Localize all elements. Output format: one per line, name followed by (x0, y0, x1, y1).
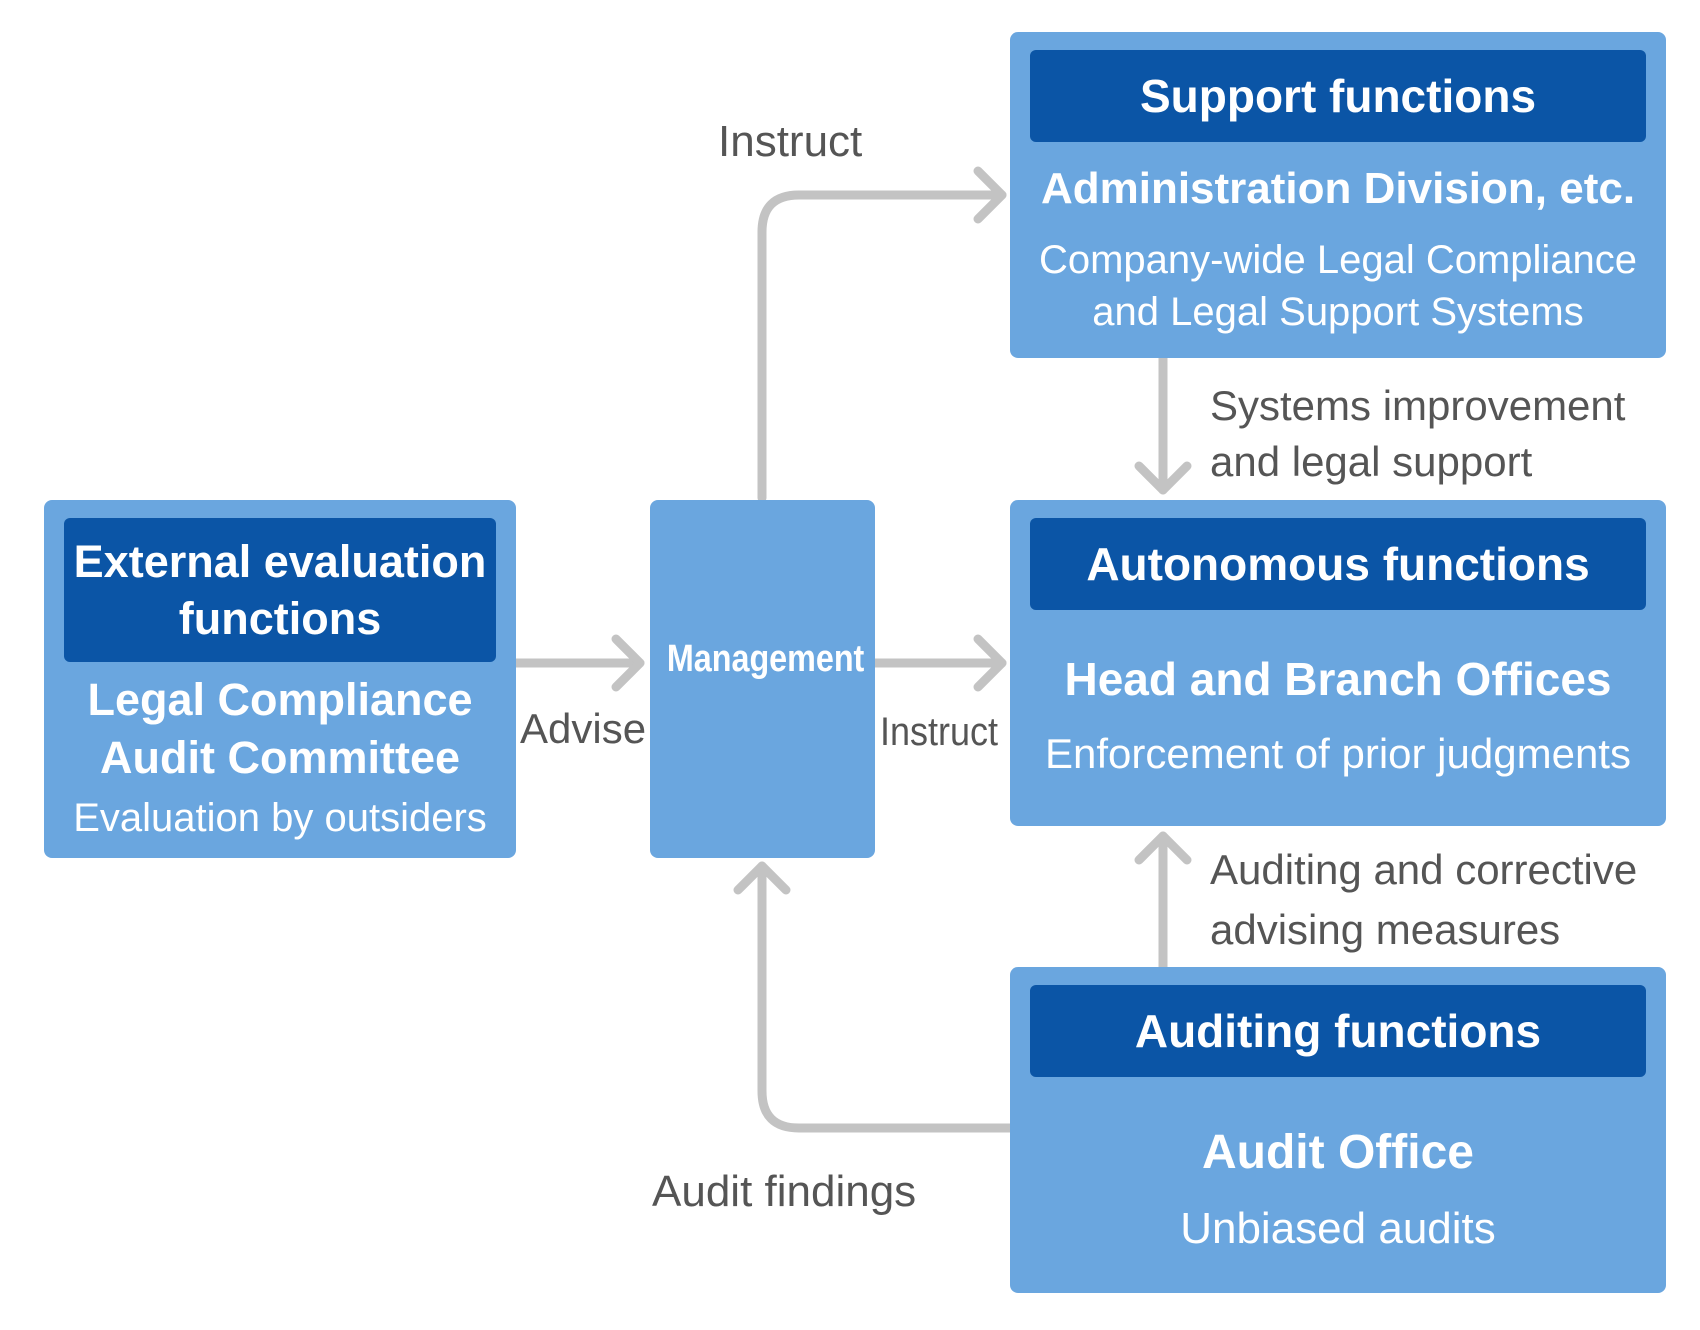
management-box: Management (650, 500, 875, 858)
audit-findings-connector (757, 861, 1015, 1133)
support-subtitle-line1: Company-wide Legal Compliance (1038, 238, 1638, 282)
systems-support-label-line2: and legal support (1210, 437, 1533, 485)
advise-label: Advise (520, 705, 647, 752)
support-subtitle-line2: and Legal Support Systems (1092, 290, 1584, 334)
support-functions-header: Support functions (1030, 50, 1646, 142)
systems-support-label-line1: Systems improvement (1210, 382, 1626, 429)
support-title: Administration Division, etc. (1040, 164, 1636, 213)
instruct-autonomous-label: Instruct (880, 710, 999, 754)
instruct-support-arrowhead (973, 166, 1007, 224)
auditing-functions-box: Auditing functions Audit Office Unbiased… (1010, 967, 1666, 1293)
audit-findings-arrowhead (733, 861, 791, 895)
audit-findings-label: Audit findings (652, 1167, 917, 1216)
support-functions-box: Support functions Administration Divisio… (1010, 32, 1666, 358)
auditing-functions-header: Auditing functions (1030, 985, 1646, 1077)
instruct-support-connector (757, 190, 1007, 503)
auditing-measures-label-line1: Auditing and corrective (1210, 846, 1638, 893)
auditing-measures-label-line2: advising measures (1210, 905, 1561, 953)
instruct-autonomous-arrowhead (973, 634, 1007, 692)
external-header-line1: External evaluation (73, 535, 487, 587)
autonomous-functions-box: Autonomous functions Head and Branch Off… (1010, 500, 1666, 826)
auditing-subtitle: Unbiased audits (1180, 1204, 1496, 1253)
external-title-line1: Legal Compliance (87, 674, 473, 725)
autonomous-subtitle: Enforcement of prior judgments (1045, 730, 1631, 777)
external-title-line2: Audit Committee (100, 732, 460, 783)
external-evaluation-box: External evaluation functions Legal Comp… (44, 500, 516, 858)
auditing-measures-label: Auditing and corrective advising measure… (1210, 840, 1637, 959)
external-header-line2: functions (178, 593, 382, 644)
systems-support-arrowhead (1134, 461, 1192, 495)
autonomous-title: Head and Branch Offices (1064, 653, 1612, 705)
external-subtitle: Evaluation by outsiders (73, 796, 487, 840)
autonomous-functions-header: Autonomous functions (1030, 518, 1646, 610)
systems-support-label: Systems improvement and legal support (1210, 378, 1625, 490)
auditing-title: Audit Office (1202, 1126, 1474, 1179)
external-evaluation-header: External evaluation functions (64, 518, 496, 662)
management-title: Management (666, 638, 865, 680)
auditing-measures-arrowhead (1134, 831, 1192, 865)
advise-arrowhead (611, 634, 645, 692)
instruct-support-label: Instruct (718, 117, 863, 166)
